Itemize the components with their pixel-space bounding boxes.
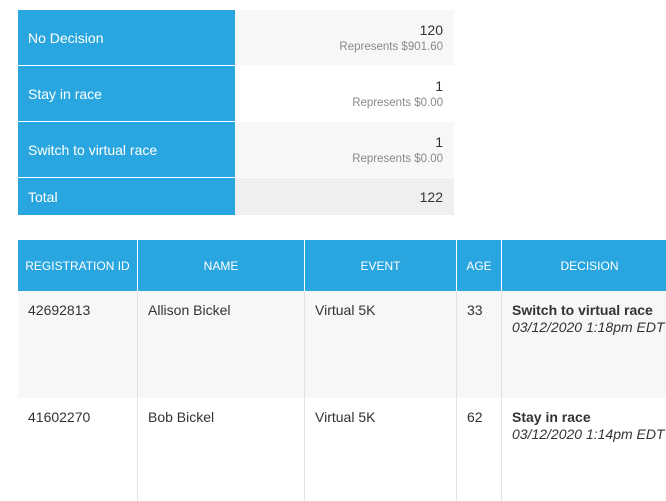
cell-registration-id: 42692813: [18, 291, 138, 398]
summary-value: 122: [235, 178, 454, 215]
summary-count: 1: [435, 78, 443, 94]
summary-represents: Represents $0.00: [352, 153, 443, 165]
summary-value: 120 Represents $901.60: [235, 10, 454, 65]
cell-age: 62: [457, 398, 502, 501]
summary-row-no-decision: No Decision 120 Represents $901.60: [18, 10, 454, 66]
column-header-name[interactable]: NAME: [138, 240, 305, 291]
summary-row-switch-virtual: Switch to virtual race 1 Represents $0.0…: [18, 122, 454, 178]
summary-count: 120: [419, 22, 443, 38]
decision-value: Switch to virtual race: [512, 302, 653, 318]
cell-event: Virtual 5K: [305, 291, 457, 398]
column-header-event[interactable]: EVENT: [305, 240, 457, 291]
summary-label: Stay in race: [18, 66, 235, 121]
summary-count: 1: [435, 134, 443, 150]
cell-decision: Stay in race 03/12/2020 1:14pm EDT: [502, 398, 666, 501]
summary-label: No Decision: [18, 10, 235, 65]
column-header-decision[interactable]: DECISION: [502, 240, 666, 291]
summary-row-total: Total 122: [18, 178, 454, 216]
table-header: REGISTRATION ID NAME EVENT AGE DECISION: [18, 240, 666, 291]
decision-timestamp: 03/12/2020 1:18pm EDT: [512, 319, 665, 335]
summary-count: 122: [419, 188, 443, 205]
cell-decision: Switch to virtual race 03/12/2020 1:18pm…: [502, 291, 666, 398]
table-row[interactable]: 41602270 Bob Bickel Virtual 5K 62 Stay i…: [18, 398, 666, 501]
cell-name: Bob Bickel: [138, 398, 305, 501]
column-header-registration-id[interactable]: REGISTRATION ID: [18, 240, 138, 291]
summary-represents: Represents $901.60: [339, 41, 443, 53]
decision-timestamp: 03/12/2020 1:14pm EDT: [512, 426, 665, 442]
cell-registration-id: 41602270: [18, 398, 138, 501]
summary-value: 1 Represents $0.00: [235, 122, 454, 177]
decision-summary: No Decision 120 Represents $901.60 Stay …: [18, 10, 454, 216]
summary-represents: Represents $0.00: [352, 97, 443, 109]
table-row[interactable]: 42692813 Allison Bickel Virtual 5K 33 Sw…: [18, 291, 666, 398]
summary-label: Total: [18, 178, 235, 215]
summary-value: 1 Represents $0.00: [235, 66, 454, 121]
registrations-table: REGISTRATION ID NAME EVENT AGE DECISION …: [18, 240, 666, 501]
cell-event: Virtual 5K: [305, 398, 457, 501]
cell-age: 33: [457, 291, 502, 398]
column-header-age[interactable]: AGE: [457, 240, 502, 291]
cell-name: Allison Bickel: [138, 291, 305, 398]
summary-row-stay-in-race: Stay in race 1 Represents $0.00: [18, 66, 454, 122]
decision-value: Stay in race: [512, 409, 591, 425]
summary-label: Switch to virtual race: [18, 122, 235, 177]
